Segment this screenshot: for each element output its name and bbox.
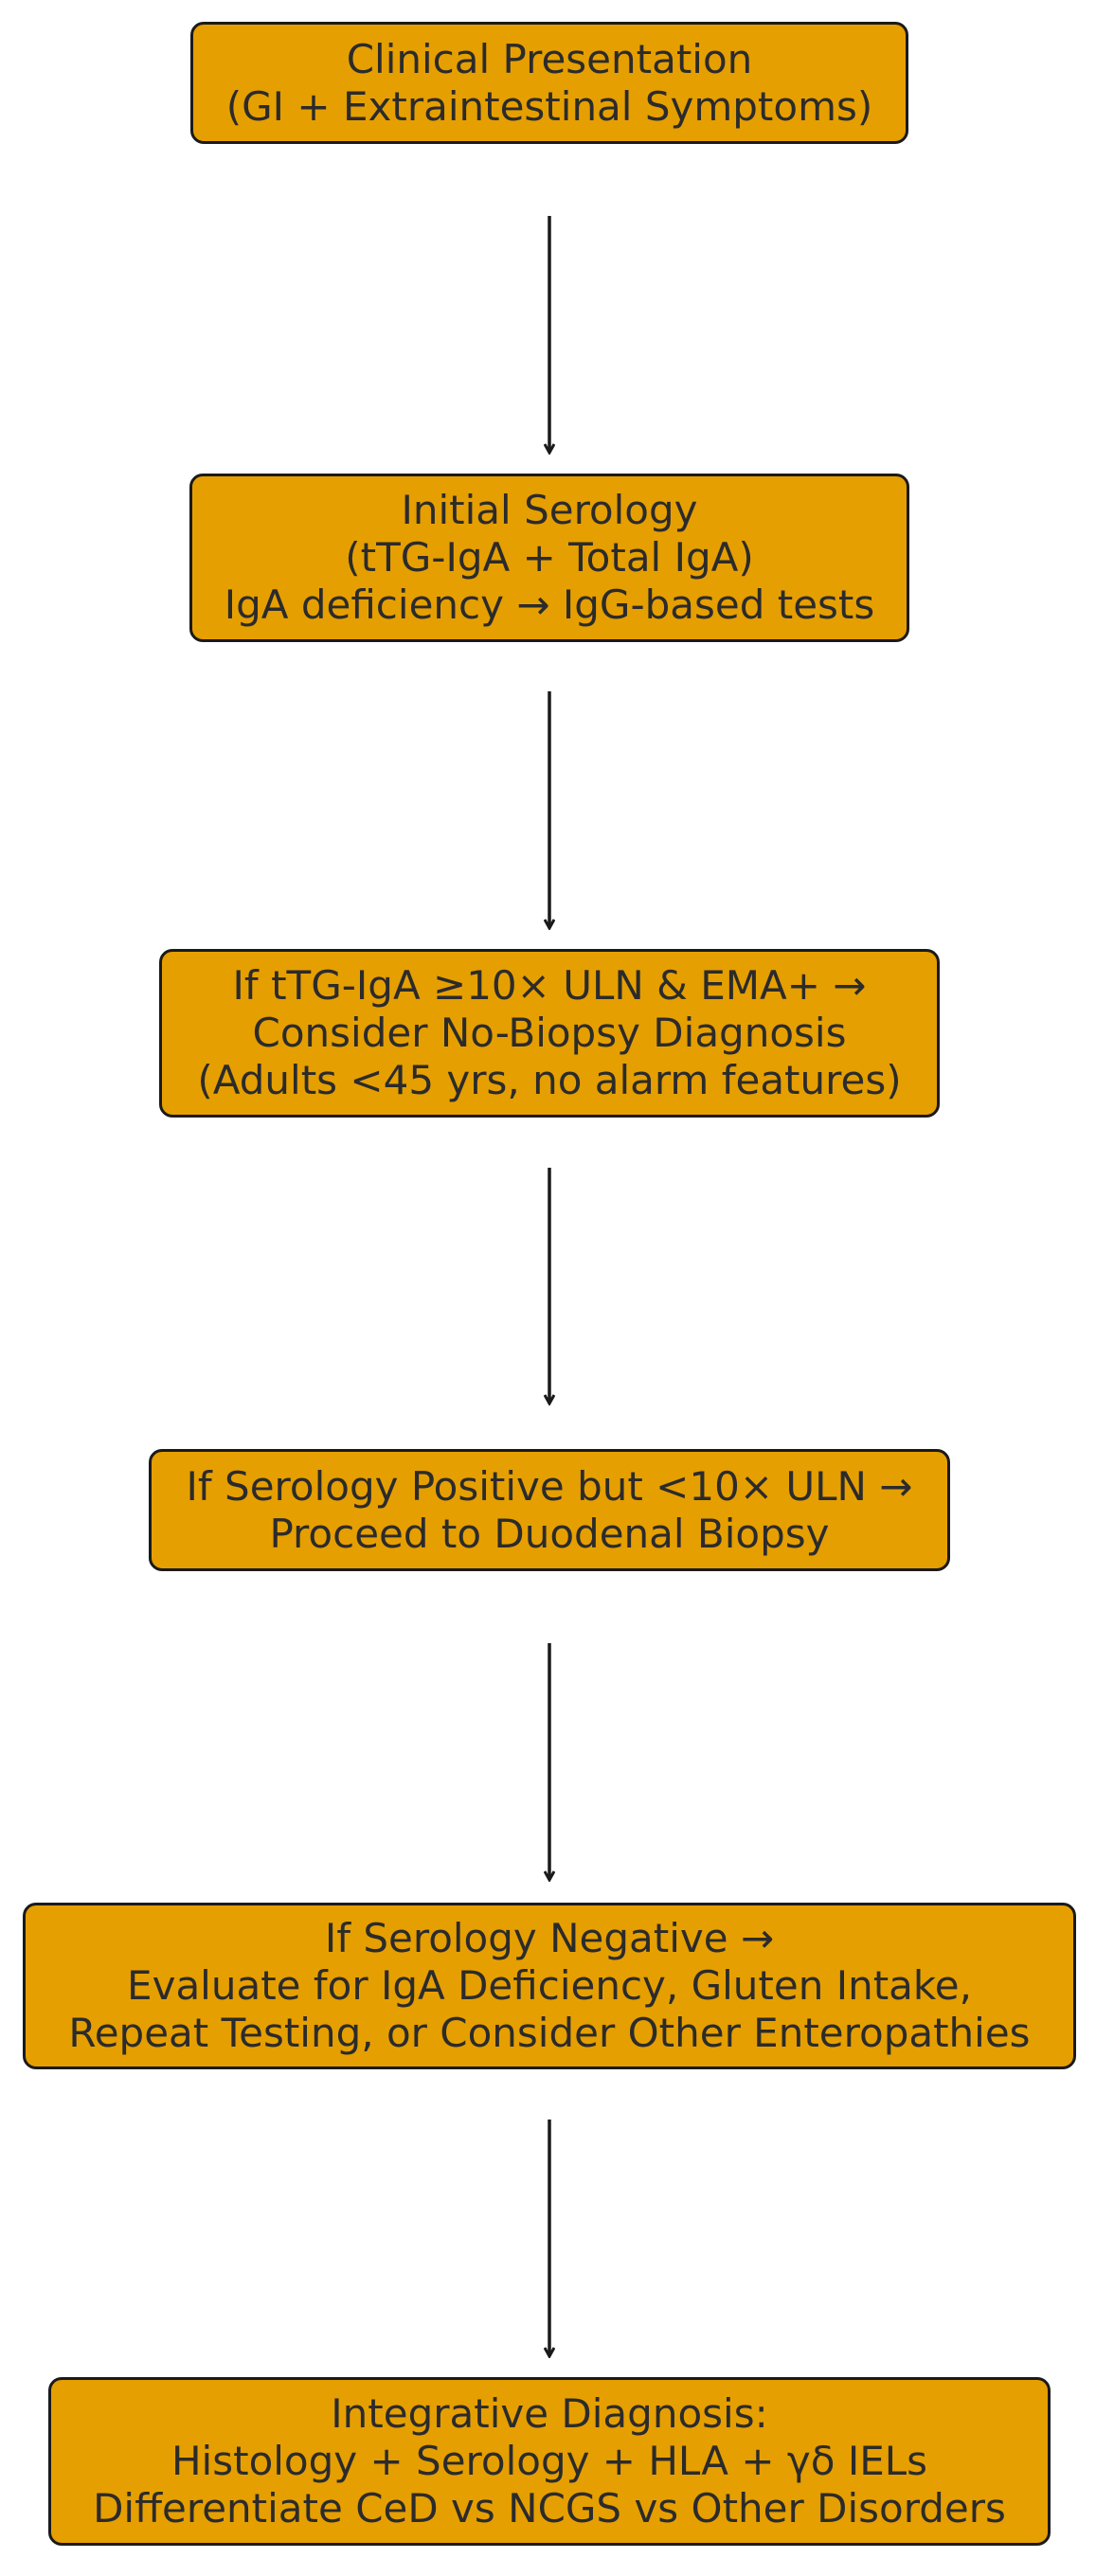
node-clinical-presentation: Clinical Presentation (GI + Extraintesti… bbox=[190, 22, 908, 144]
node-text-line: Proceed to Duodenal Biopsy bbox=[269, 1510, 830, 1557]
node-text-line: Clinical Presentation bbox=[346, 35, 753, 82]
node-text-line: IgA deficiency → IgG-based tests bbox=[224, 581, 875, 628]
node-text-line: If Serology Negative → bbox=[324, 1915, 775, 1961]
node-text-line: Differentiate CeD vs NCGS vs Other Disor… bbox=[93, 2485, 1006, 2531]
node-initial-serology: Initial Serology (tTG-IgA + Total IgA) I… bbox=[189, 474, 909, 642]
node-text-line: (GI + Extraintestinal Symptoms) bbox=[225, 82, 873, 130]
node-text-line: If Serology Positive but <10× ULN → bbox=[186, 1462, 913, 1510]
node-integrative-diagnosis: Integrative Diagnosis: Histology + Serol… bbox=[48, 2377, 1051, 2546]
node-duodenal-biopsy: If Serology Positive but <10× ULN → Proc… bbox=[149, 1449, 950, 1571]
node-text-line: (Adults <45 yrs, no alarm features) bbox=[197, 1057, 902, 1103]
node-text-line: If tTG-IgA ≥10× ULN & EMA+ → bbox=[232, 962, 867, 1009]
node-text-line: Histology + Serology + HLA + γδ IELs bbox=[171, 2438, 928, 2484]
node-text-line: Repeat Testing, or Consider Other Entero… bbox=[68, 2010, 1031, 2056]
node-text-line: Integrative Diagnosis: bbox=[331, 2390, 768, 2437]
node-serology-negative: If Serology Negative → Evaluate for IgA … bbox=[23, 1903, 1076, 2069]
node-text-line: Evaluate for IgA Deficiency, Gluten Inta… bbox=[127, 1962, 972, 2009]
node-no-biopsy-diagnosis: If tTG-IgA ≥10× ULN & EMA+ → Consider No… bbox=[159, 949, 940, 1118]
node-text-line: Initial Serology bbox=[401, 487, 698, 533]
node-text-line: (tTG-IgA + Total IgA) bbox=[345, 534, 754, 581]
node-text-line: Consider No-Biopsy Diagnosis bbox=[252, 1010, 847, 1056]
